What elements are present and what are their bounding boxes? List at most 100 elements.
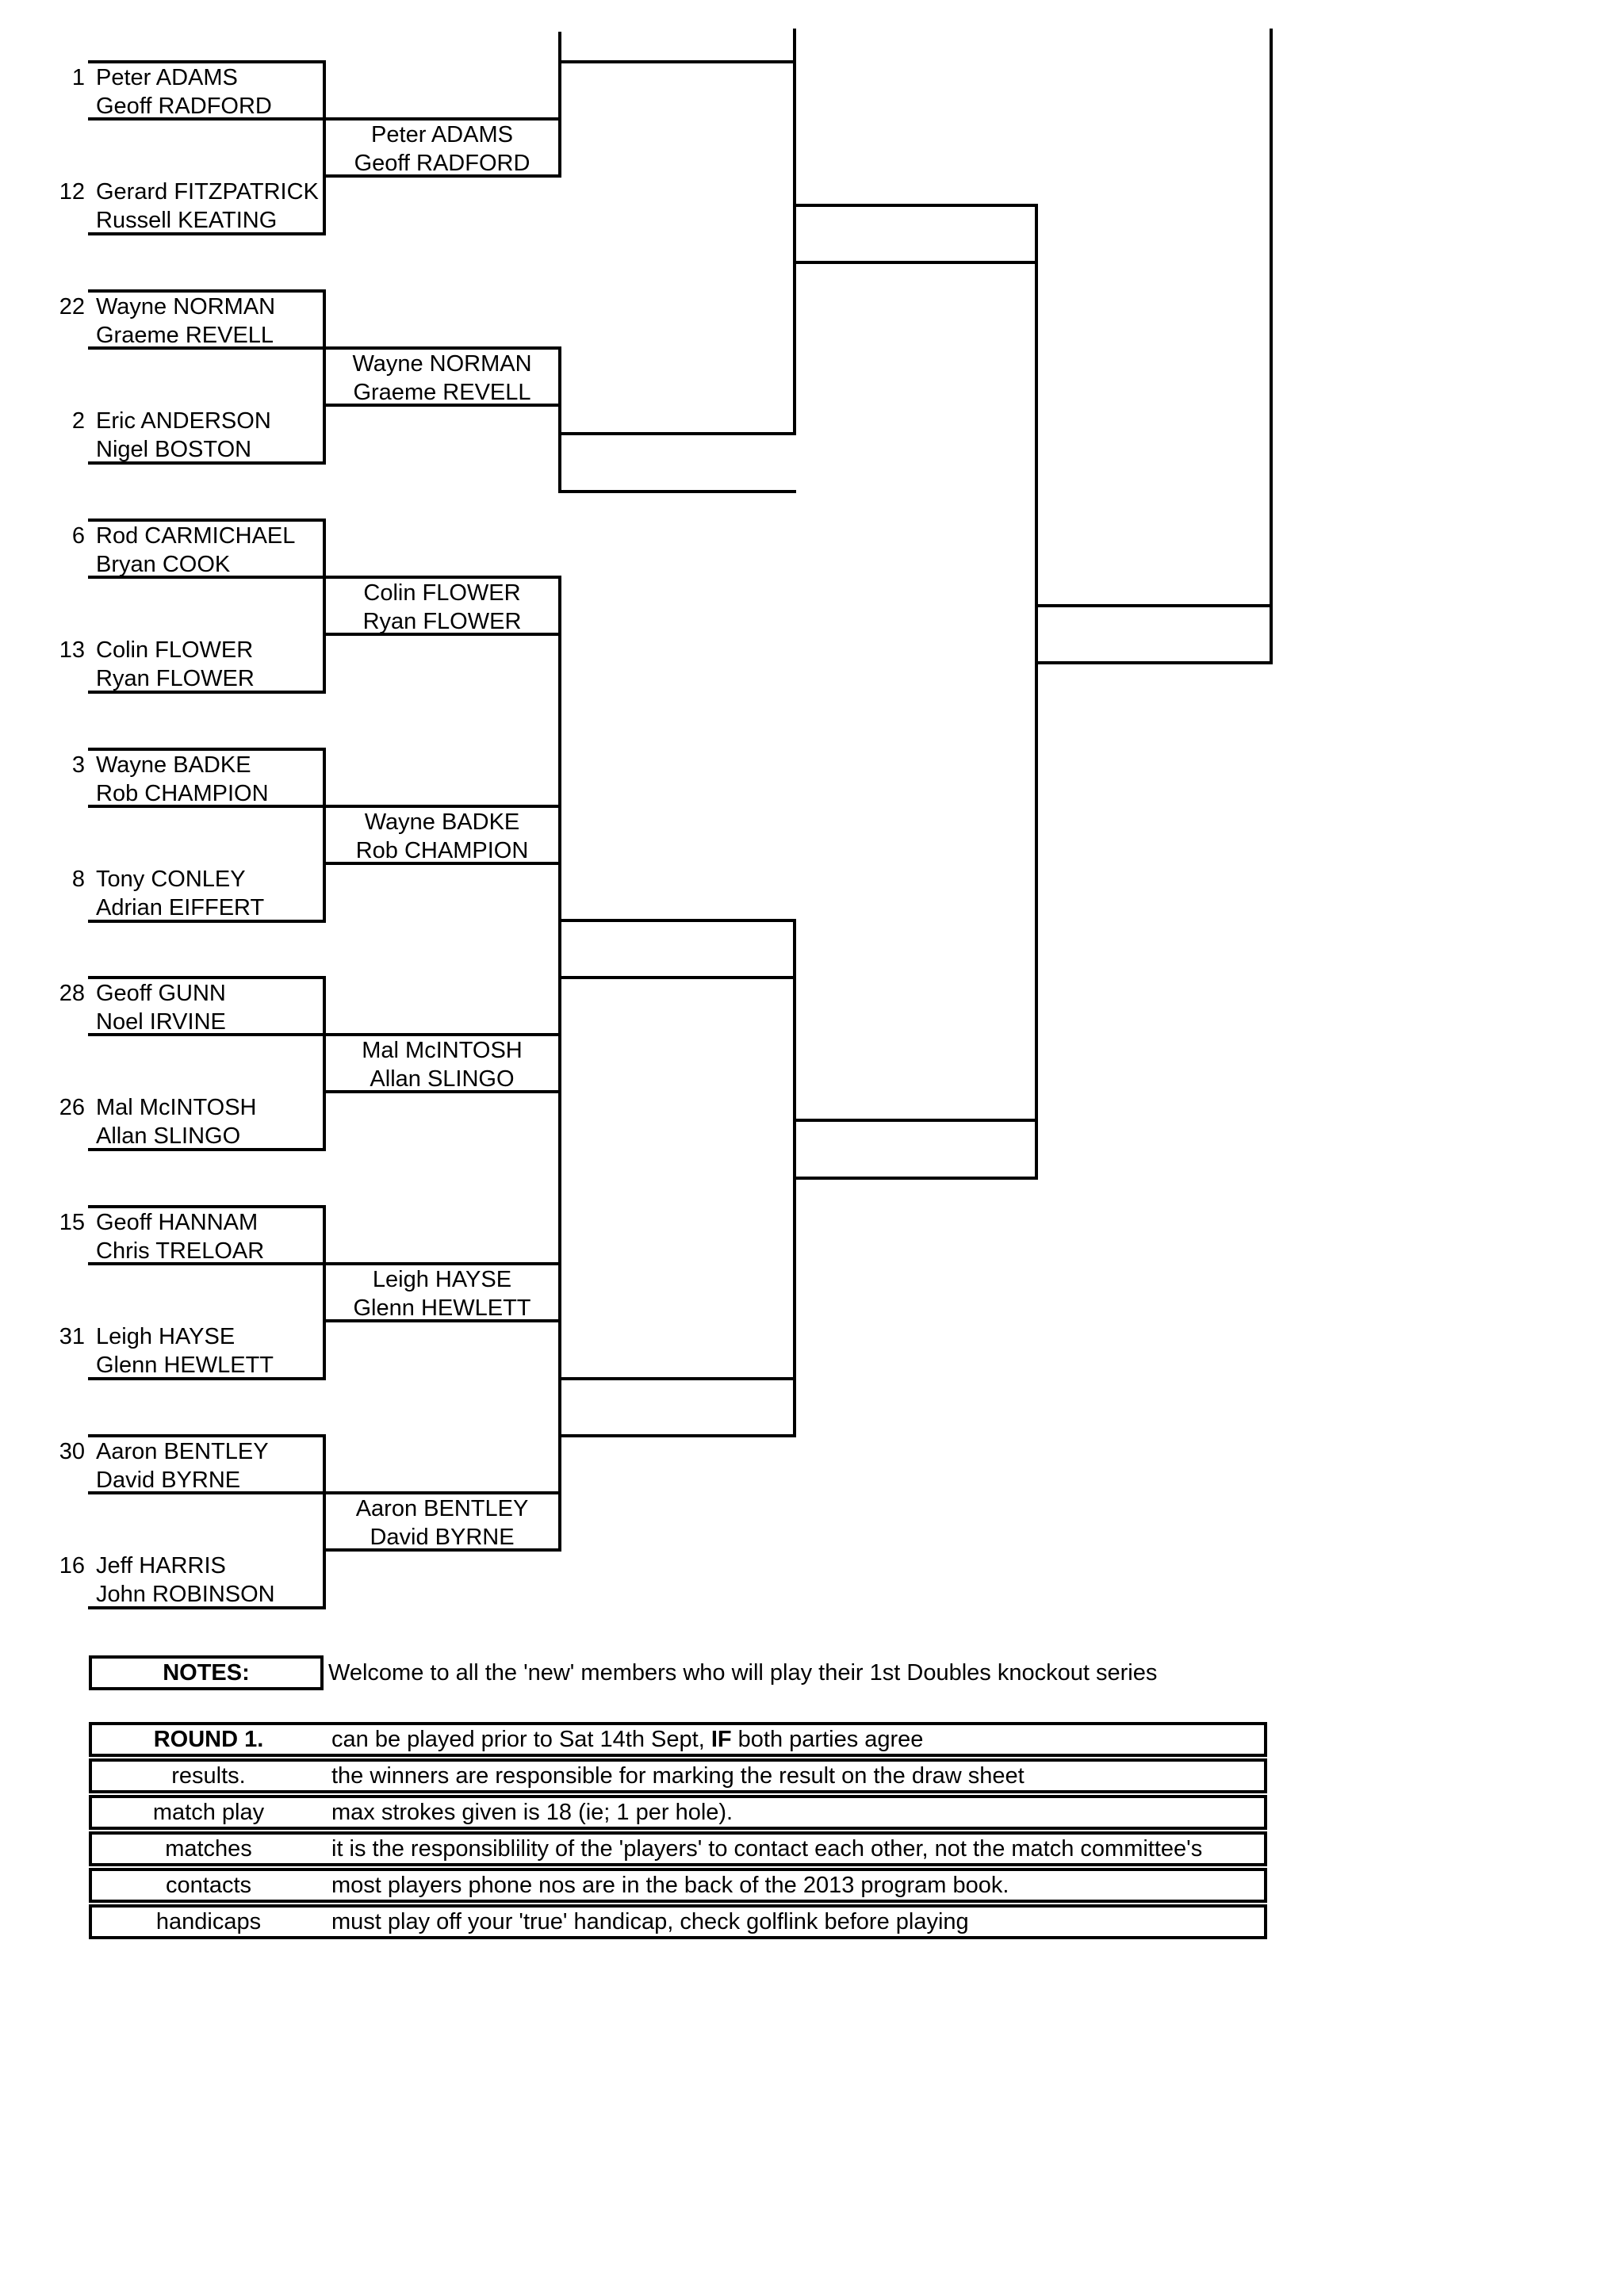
- player-name: Rob CHAMPION: [96, 781, 269, 806]
- player-name: Noel IRVINE: [96, 1009, 226, 1035]
- player-name: Ryan FLOWER: [96, 666, 255, 691]
- seed-number: 8: [71, 867, 85, 892]
- bracket-line: [558, 919, 796, 922]
- team-pair: Leigh HAYSE Glenn HEWLETT: [96, 1322, 274, 1380]
- bracket-line: [88, 1606, 326, 1609]
- player-name: Eric ANDERSON: [96, 408, 271, 434]
- player-name: John ROBINSON: [96, 1582, 275, 1607]
- player-name: Aaron BENTLEY: [96, 1439, 269, 1464]
- player-name: Leigh HAYSE: [96, 1324, 236, 1349]
- player-name: Rob CHAMPION: [355, 838, 529, 863]
- notes-text: Welcome to all the 'new' members who wil…: [328, 1660, 1158, 1686]
- bracket-line: [88, 289, 326, 293]
- rule-row: contacts most players phone nos are in t…: [89, 1868, 1267, 1903]
- player-name: Adrian EIFFERT: [96, 895, 265, 920]
- seed-number: 1: [71, 65, 85, 90]
- rule-label: ROUND 1.: [153, 1727, 264, 1752]
- rule-label: results.: [171, 1763, 246, 1789]
- team-pair: Aaron BENTLEY David BYRNE: [96, 1437, 269, 1494]
- bracket-line: [88, 1377, 326, 1380]
- player-name: Bryan COOK: [96, 552, 231, 577]
- team-pair: Colin FLOWER Ryan FLOWER: [96, 636, 255, 693]
- team-pair: Peter ADAMS Geoff RADFORD: [96, 63, 272, 121]
- bracket-line: [323, 1434, 326, 1609]
- rule-label: matches: [165, 1836, 252, 1862]
- team-pair: Jeff HARRIS John ROBINSON: [96, 1552, 275, 1609]
- bracket-line: [558, 32, 561, 178]
- team-pair: Eric ANDERSON Nigel BOSTON: [96, 407, 271, 464]
- player-name: Graeme REVELL: [353, 380, 531, 405]
- rule-text: max strokes given is 18 (ie; 1 per hole)…: [331, 1800, 733, 1825]
- player-name: Wayne NORMAN: [352, 351, 532, 377]
- round2-winner: Leigh HAYSE Glenn HEWLETT: [324, 1265, 560, 1322]
- bracket-line: [88, 60, 326, 63]
- bracket-line: [558, 490, 796, 493]
- player-name: Allan SLINGO: [96, 1123, 241, 1149]
- bracket-line: [323, 174, 561, 178]
- bracket-line: [558, 432, 796, 435]
- rule-label: contacts: [166, 1873, 251, 1898]
- player-name: Gerard FITZPATRICK: [96, 179, 319, 205]
- player-name: Geoff GUNN: [96, 981, 226, 1006]
- seed-number: 2: [71, 408, 85, 434]
- player-name: Mal McINTOSH: [362, 1038, 523, 1063]
- player-name: Ryan FLOWER: [362, 609, 522, 634]
- player-name: Peter ADAMS: [96, 65, 238, 90]
- player-name: Geoff RADFORD: [96, 94, 272, 119]
- bracket-line: [88, 1148, 326, 1151]
- team-pair: Geoff HANNAM Chris TRELOAR: [96, 1208, 264, 1265]
- round2-winner: Aaron BENTLEY David BYRNE: [324, 1494, 560, 1552]
- bracket-line: [793, 1119, 1038, 1122]
- rule-row: handicaps must play off your 'true' hand…: [89, 1904, 1267, 1939]
- bracket-line: [323, 289, 326, 465]
- bracket-line: [323, 862, 561, 865]
- bracket-line: [323, 60, 326, 235]
- player-name: Graeme REVELL: [96, 323, 274, 348]
- bracket-line: [323, 1319, 561, 1322]
- seed-number: 16: [59, 1553, 85, 1578]
- player-name: Jeff HARRIS: [96, 1553, 226, 1578]
- player-name: David BYRNE: [370, 1525, 515, 1550]
- player-name: Rod CARMICHAEL: [96, 523, 296, 549]
- rule-text: most players phone nos are in the back o…: [331, 1873, 1009, 1898]
- bracket-line: [88, 920, 326, 923]
- rule-row: results. the winners are responsible for…: [89, 1758, 1267, 1793]
- round2-winner: Mal McINTOSH Allan SLINGO: [324, 1036, 560, 1093]
- player-name: Aaron BENTLEY: [355, 1496, 529, 1521]
- rule-row: matches it is the responsiblility of the…: [89, 1831, 1267, 1866]
- rule-text: it is the responsiblility of the 'player…: [331, 1836, 1203, 1862]
- bracket-line: [88, 519, 326, 522]
- bracket-line: [793, 261, 1038, 264]
- team-pair: Mal McINTOSH Allan SLINGO: [96, 1093, 256, 1150]
- bracket-line: [1035, 204, 1038, 1180]
- player-name: Geoff HANNAM: [96, 1210, 259, 1235]
- player-name: Nigel BOSTON: [96, 437, 252, 462]
- seed-number: 3: [71, 752, 85, 778]
- rule-text: can be played prior to Sat 14th Sept, IF…: [331, 1727, 924, 1752]
- player-name: Leigh HAYSE: [372, 1267, 512, 1292]
- player-name: Wayne BADKE: [96, 752, 251, 778]
- bracket-line: [323, 404, 561, 407]
- team-pair: Gerard FITZPATRICK Russell KEATING: [96, 178, 319, 235]
- seed-number: 31: [59, 1324, 85, 1349]
- round2-winner: Wayne BADKE Rob CHAMPION: [324, 808, 560, 865]
- seed-number: 13: [59, 637, 85, 663]
- team-pair: Geoff GUNN Noel IRVINE: [96, 979, 226, 1036]
- bracket-line: [88, 461, 326, 465]
- player-name: Colin FLOWER: [363, 580, 521, 606]
- bracket-line: [558, 1377, 796, 1380]
- player-name: Glenn HEWLETT: [353, 1295, 531, 1321]
- round2-winner: Wayne NORMAN Graeme REVELL: [324, 350, 560, 407]
- rule-text: must play off your 'true' handicap, chec…: [331, 1909, 969, 1934]
- team-pair: Tony CONLEY Adrian EIFFERT: [96, 865, 264, 922]
- player-name: Geoff RADFORD: [354, 151, 530, 176]
- player-name: Glenn HEWLETT: [96, 1353, 274, 1378]
- bracket-line: [88, 1205, 326, 1208]
- notes-box: NOTES:: [89, 1655, 324, 1690]
- bracket-line: [323, 1548, 561, 1552]
- notes-label: NOTES:: [163, 1660, 250, 1686]
- team-pair: Rod CARMICHAEL Bryan COOK: [96, 522, 295, 579]
- bracket-line: [793, 204, 1038, 207]
- rule-label: handicaps: [155, 1909, 262, 1934]
